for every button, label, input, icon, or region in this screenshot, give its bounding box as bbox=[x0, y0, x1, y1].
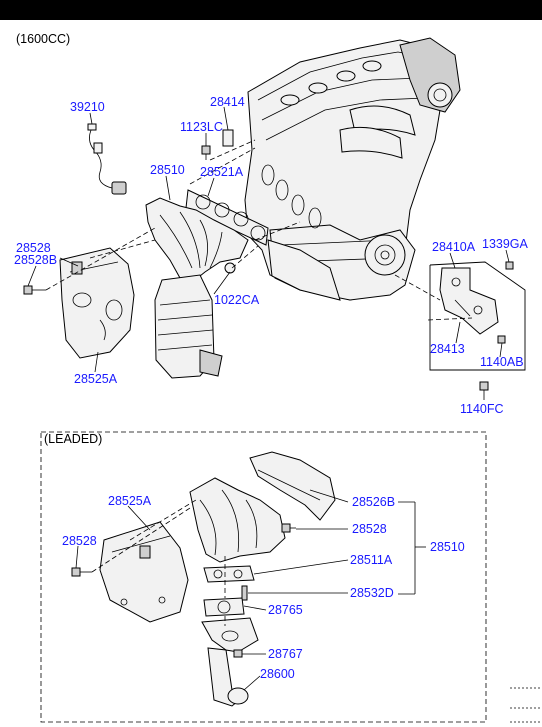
label-39210: 39210 bbox=[70, 100, 105, 114]
label-28765: 28765 bbox=[268, 603, 303, 617]
label-1123LC: 1123LC bbox=[180, 120, 223, 134]
label-28528-lower-left: 28528 bbox=[62, 534, 97, 548]
variant-label: (1600CC) bbox=[16, 32, 70, 46]
label-28414: 28414 bbox=[210, 95, 245, 109]
exhaust-manifold-lower bbox=[189, 477, 286, 563]
leaded-title: (LEADED) bbox=[44, 432, 102, 446]
label-28511A: 28511A bbox=[350, 553, 393, 567]
bolt-28528-upper bbox=[23, 285, 46, 295]
stud-28532D bbox=[241, 585, 248, 601]
label-28600: 28600 bbox=[260, 667, 295, 681]
header-bar bbox=[0, 0, 542, 20]
label-28525A-upper: 28525A bbox=[74, 372, 118, 386]
bolt-28528-lower-left bbox=[71, 567, 92, 577]
label-28510-lower: 28510 bbox=[430, 540, 465, 554]
leader-lines-upper bbox=[27, 106, 510, 400]
label-28528-lower-right: 28528 bbox=[352, 522, 387, 536]
label-28528-upper: 28528 bbox=[16, 241, 51, 255]
front-pipe-28600 bbox=[201, 617, 259, 707]
label-1140AB: 1140AB bbox=[480, 355, 524, 369]
label-28525A-lower: 28525A bbox=[108, 494, 152, 508]
heat-protector-lower bbox=[99, 521, 189, 623]
bolt-1123LC bbox=[201, 145, 211, 160]
label-1339GA: 1339GA bbox=[482, 237, 529, 251]
label-28521A: 28521A bbox=[200, 165, 244, 179]
label-28528B: 28528B bbox=[14, 253, 57, 267]
heat-protector-upper bbox=[59, 247, 135, 359]
leaded-section-frame bbox=[40, 431, 487, 723]
gasket-28765 bbox=[203, 597, 245, 617]
catalytic-converter-upper bbox=[154, 262, 236, 379]
label-28532D: 28532D bbox=[350, 586, 394, 600]
label-1140FC: 1140FC bbox=[460, 402, 504, 416]
gasket-28511A bbox=[203, 565, 255, 583]
label-28413: 28413 bbox=[430, 342, 465, 356]
alignment-lines-upper bbox=[45, 139, 473, 321]
exhaust-manifold-upper bbox=[145, 197, 249, 281]
label-28510-upper: 28510 bbox=[150, 163, 185, 177]
bolt-28528-lower-right bbox=[281, 523, 296, 533]
label-28767: 28767 bbox=[268, 647, 303, 661]
label-28410A: 28410A bbox=[432, 240, 476, 254]
label-28526B: 28526B bbox=[352, 495, 395, 509]
group-bracket-28510 bbox=[398, 501, 426, 595]
leader-lines-lower bbox=[75, 489, 349, 691]
engine-assembly bbox=[222, 37, 461, 301]
oxygen-sensor bbox=[87, 123, 127, 195]
corner-marks bbox=[510, 687, 540, 723]
label-1022CA: 1022CA bbox=[214, 293, 260, 307]
alignment-lines-lower bbox=[91, 499, 226, 626]
manifold-gasket bbox=[185, 189, 269, 246]
bracket-box bbox=[429, 261, 526, 398]
heat-shield-28526B bbox=[249, 451, 336, 521]
